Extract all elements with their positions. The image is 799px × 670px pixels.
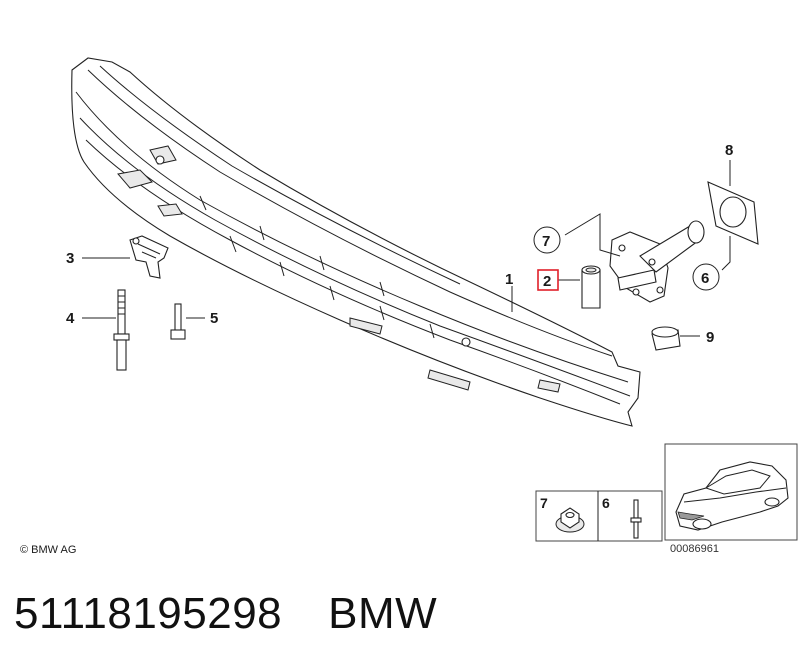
thumbnail-label-6: 6 xyxy=(602,495,610,511)
leader-lines xyxy=(82,160,731,337)
copyright-text: © BMW AG xyxy=(20,544,76,556)
callout-3: 3 xyxy=(66,250,74,267)
bumper-carrier[interactable] xyxy=(71,57,641,427)
vehicle-locator xyxy=(664,443,798,541)
callout-2: 2 xyxy=(543,273,551,290)
thumbnail-panel: 7 6 xyxy=(535,490,663,542)
callout-1: 1 xyxy=(505,271,513,288)
callout-labels: 1 2 3 4 5 6 7 8 9 xyxy=(66,142,733,346)
callout-7-circle xyxy=(533,226,561,254)
callout-2-highlight-box[interactable] xyxy=(537,269,559,291)
callout-7: 7 xyxy=(542,233,550,250)
gasket-part-8[interactable] xyxy=(707,181,759,245)
callout-5: 5 xyxy=(210,310,218,327)
callout-6: 6 xyxy=(701,270,709,287)
callout-6-circle xyxy=(692,263,720,291)
plug-part-9[interactable] xyxy=(651,326,681,351)
part-footer: 51118195298 BMW xyxy=(14,586,437,642)
part-number: 51118195298 xyxy=(14,589,283,638)
callout-8: 8 xyxy=(725,142,733,159)
bolt-part-4[interactable] xyxy=(113,289,130,371)
bracket-part-3[interactable] xyxy=(129,235,169,279)
stud-thumbnail xyxy=(630,499,642,539)
spacer-part-2[interactable] xyxy=(581,265,601,309)
car-outline-icon xyxy=(675,461,789,531)
thumbnail-panel-frame xyxy=(535,490,663,542)
thumbnail-label-7: 7 xyxy=(540,495,548,511)
callout-9: 9 xyxy=(706,329,714,346)
brand-name: BMW xyxy=(328,589,438,638)
nut-thumbnail xyxy=(555,507,585,533)
screw-part-5[interactable] xyxy=(170,303,186,340)
impact-absorber[interactable] xyxy=(609,220,705,303)
callout-4: 4 xyxy=(66,310,75,327)
image-code: 00086961 xyxy=(670,543,719,555)
